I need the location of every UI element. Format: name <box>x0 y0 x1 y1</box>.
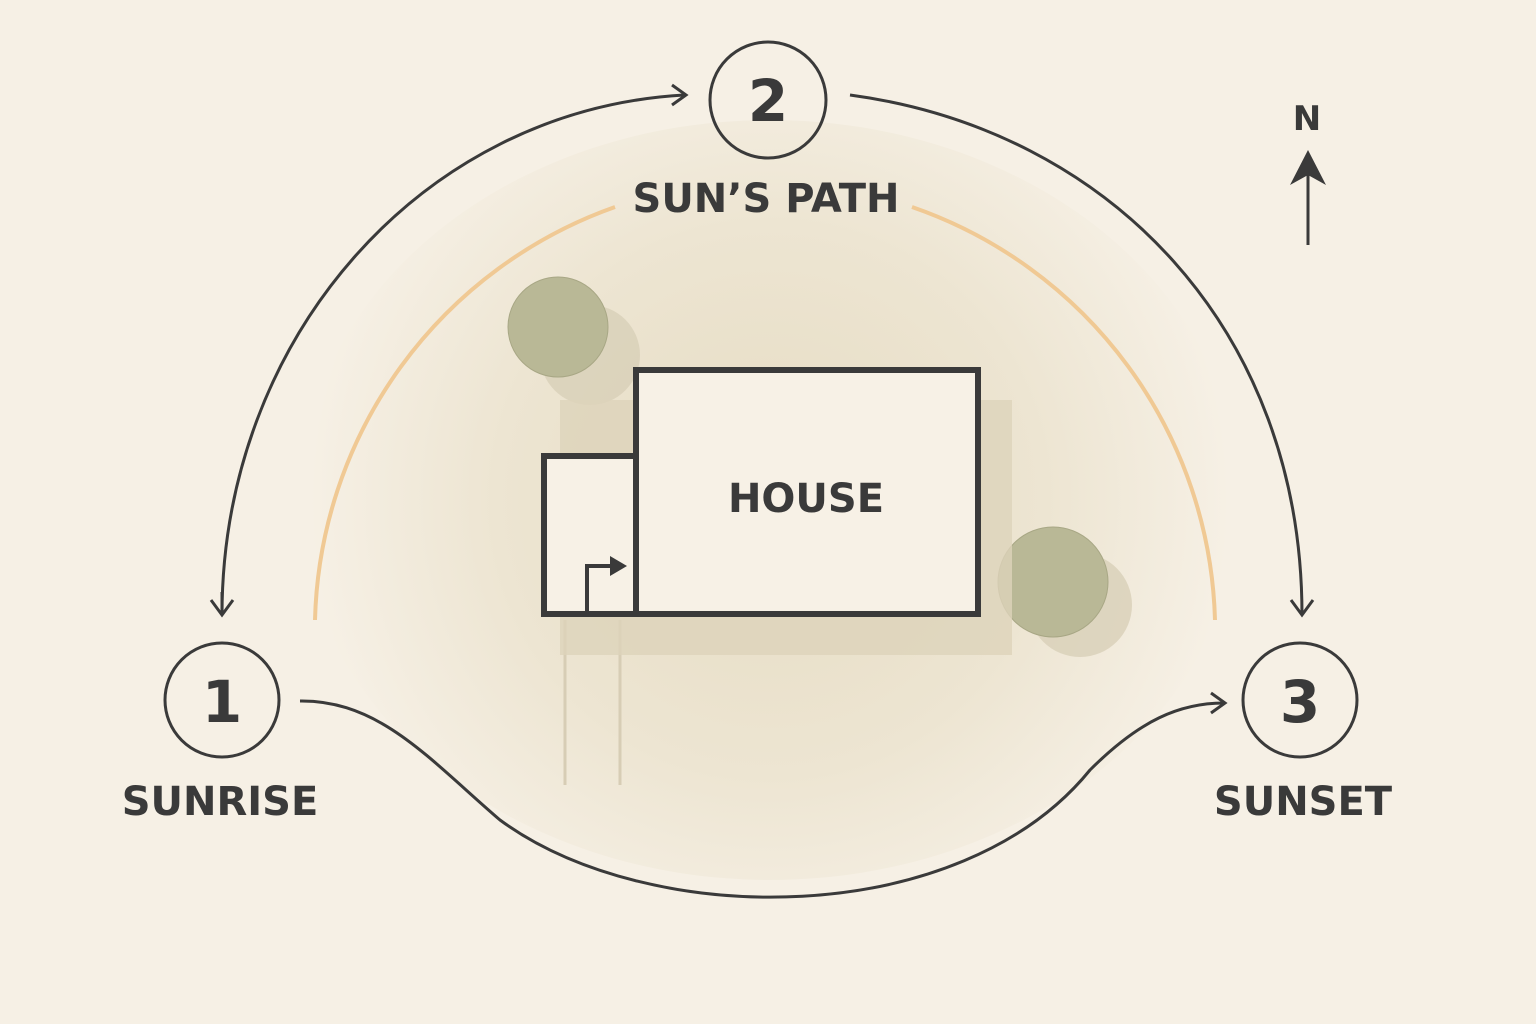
stage-number: 1 <box>202 668 242 736</box>
stage-2-noon: 2 <box>708 40 828 160</box>
house-label: HOUSE <box>728 476 884 522</box>
stage-3-sunset: 3 SUNSET <box>1214 641 1393 825</box>
entrance-arrow-head <box>610 556 627 576</box>
sun-arc-right <box>911 205 1217 621</box>
arrow-noon-to-sunset <box>849 93 1304 616</box>
tree-right <box>997 526 1132 657</box>
sun-path-title: SUN’S PATH <box>633 176 900 222</box>
entrance-arrow-icon <box>585 564 612 612</box>
arrow-sunrise-to-sunset <box>299 699 1225 899</box>
arrow-head-down-left <box>209 592 235 618</box>
stage-label: SUNSET <box>1214 779 1393 825</box>
house: HOUSE <box>541 367 1012 655</box>
tree-top-left <box>507 276 640 405</box>
arrow-head-right-top <box>671 83 689 107</box>
arrow-head-down-right <box>1289 599 1315 618</box>
house-main <box>633 367 981 617</box>
north-arrow-icon: N <box>1290 99 1326 245</box>
stage-number: 3 <box>1280 668 1320 736</box>
arrow-head-right-bottom <box>1210 691 1228 715</box>
stage-label: SUNRISE <box>122 779 319 825</box>
compass-label: N <box>1293 99 1321 139</box>
house-annex <box>541 453 639 617</box>
sun-arc-left <box>313 205 616 621</box>
stage-1-sunrise: 1 SUNRISE <box>122 641 319 825</box>
arrow-sunrise-to-noon <box>220 93 685 616</box>
stage-number: 2 <box>748 67 788 135</box>
